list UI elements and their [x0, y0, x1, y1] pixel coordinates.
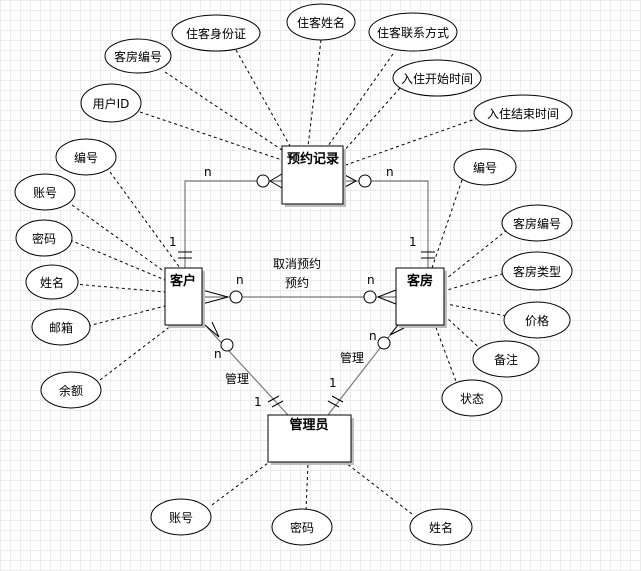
attr-room-type-label: 客房类型 [513, 264, 561, 279]
attr-customer-email-label: 邮箱 [49, 320, 73, 335]
card-n-customer-admin: n [214, 347, 222, 361]
rel-label-cancel-reservation: 取消预约 [273, 256, 321, 271]
customer-attributes: 编号 账号 密码 姓名 邮箱 余额 [14, 138, 117, 409]
card-1-customer-admin: 1 [254, 395, 262, 409]
attr-room-number-label: 客房编号 [114, 49, 162, 64]
room-attributes: 编号 客房编号 客房类型 价格 备注 状态 [441, 148, 573, 417]
entity-admin-label: 管理员 [289, 417, 328, 433]
rel-label-manage-customer: 管理 [225, 371, 249, 386]
attr-room-number: 客房编号 [104, 38, 172, 74]
entity-admin[interactable]: 管理员 [267, 414, 354, 465]
entity-customer-label: 客户 [170, 273, 196, 289]
attr-room-status-label: 状态 [460, 392, 484, 406]
attr-customer-account-label: 账号 [33, 186, 57, 200]
attr-customer-email: 邮箱 [31, 308, 91, 346]
one-end-markers [178, 251, 435, 408]
relationship-lines [184, 180, 429, 416]
attribute-connectors [69, 39, 510, 515]
attr-room-note-label: 备注 [494, 352, 518, 367]
admin-attributes: 账号 密码 姓名 [150, 498, 473, 546]
attr-room-status: 状态 [441, 379, 503, 417]
attr-room-price: 价格 [503, 301, 571, 339]
attr-room-type: 客房类型 [501, 251, 573, 291]
card-1-customer-reservation: 1 [169, 235, 177, 249]
card-n-customer-room-right: n [367, 273, 375, 287]
attr-customer-account: 账号 [14, 173, 76, 211]
cardinality-labels: n 1 n 1 n n n 1 n 1 [169, 165, 417, 409]
attr-room-code: 客房编号 [501, 204, 573, 242]
attr-checkin-start: 入住开始时间 [392, 59, 482, 97]
reservation-attributes: 客房编号 用户ID 住客身份证 住客姓名 住客联系方式 入住开始时间 入住结束时… [80, 3, 573, 132]
attr-checkin-end: 入住结束时间 [473, 94, 573, 132]
attr-room-price-label: 价格 [525, 313, 549, 328]
attr-customer-name: 姓名 [25, 264, 79, 300]
card-1-room-admin: 1 [329, 376, 337, 390]
attr-customer-balance-label: 余额 [59, 383, 83, 398]
attr-customer-balance: 余额 [40, 371, 102, 409]
attr-guest-id-card-label: 住客身份证 [186, 26, 246, 41]
attr-customer-id: 编号 [55, 138, 117, 176]
attr-admin-password-label: 密码 [290, 520, 314, 535]
entity-reservation-label: 预约记录 [287, 151, 339, 167]
attr-customer-password: 密码 [15, 219, 73, 257]
attr-admin-account-label: 账号 [169, 511, 193, 525]
card-n-customer-room-left: n [236, 273, 244, 287]
attr-room-id-label: 编号 [473, 160, 497, 175]
attr-admin-account: 账号 [150, 498, 212, 536]
card-n-customer-reservation: n [204, 165, 212, 179]
entity-room[interactable]: 客房 [395, 267, 447, 328]
attr-user-id: 用户ID [80, 83, 142, 123]
card-n-room-reservation: n [386, 165, 394, 179]
attr-admin-name-label: 姓名 [429, 520, 453, 535]
attr-checkin-end-label: 入住结束时间 [487, 107, 559, 121]
attr-guest-name-label: 住客姓名 [297, 15, 345, 30]
attr-guest-name: 住客姓名 [286, 3, 356, 41]
attr-room-id: 编号 [453, 148, 517, 186]
relationship-labels: 取消预约 预约 管理 管理 [225, 256, 364, 386]
attr-guest-contact: 住客联系方式 [368, 12, 458, 52]
rel-label-reserve: 预约 [285, 275, 309, 290]
attr-guest-contact-label: 住客联系方式 [377, 25, 449, 40]
rel-label-manage-room: 管理 [340, 350, 364, 365]
attr-customer-password-label: 密码 [32, 231, 56, 246]
attr-admin-name: 姓名 [409, 508, 473, 546]
card-n-room-admin: n [369, 329, 377, 343]
attr-room-note: 备注 [472, 340, 540, 378]
entity-reservation[interactable]: 预约记录 [281, 145, 346, 207]
attr-room-code-label: 客房编号 [513, 216, 561, 231]
entity-room-label: 客房 [407, 273, 433, 289]
attr-customer-id-label: 编号 [74, 150, 98, 165]
attr-guest-id-card: 住客身份证 [171, 14, 261, 52]
attr-admin-password: 密码 [271, 508, 333, 546]
entity-customer[interactable]: 客户 [164, 267, 205, 328]
attr-checkin-start-label: 入住开始时间 [401, 72, 473, 86]
card-1-room-reservation: 1 [409, 235, 417, 249]
many-end-markers [201, 173, 405, 352]
attr-user-id-label: 用户ID [93, 96, 130, 111]
attr-customer-name-label: 姓名 [40, 275, 64, 290]
